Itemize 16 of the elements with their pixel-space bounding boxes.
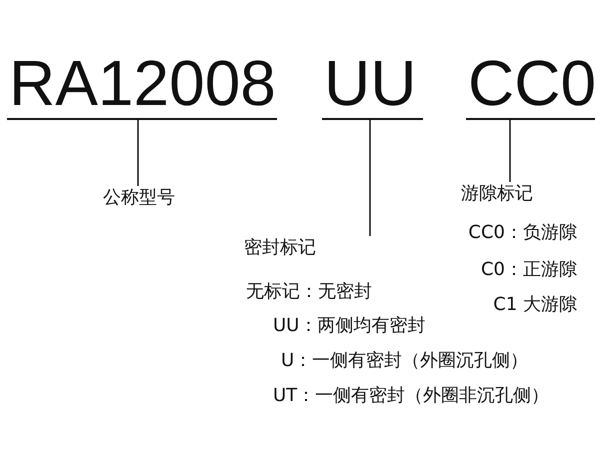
leader-line bbox=[369, 120, 371, 236]
field-caption: 游隙标记 bbox=[461, 182, 545, 206]
legend-entry: 无标记：无密封 bbox=[246, 281, 372, 303]
code-segment: UU bbox=[322, 48, 423, 120]
field-caption: 密封标记 bbox=[244, 236, 328, 260]
legend-entry: UU：两侧均有密封 bbox=[273, 315, 426, 337]
field-caption: 公称型号 bbox=[103, 186, 187, 210]
legend-entry: CC0：负游隙 bbox=[468, 222, 577, 244]
legend-entry: UT：一侧有密封（外圈非沉孔侧） bbox=[273, 385, 550, 407]
legend-entry: C0：正游隙 bbox=[480, 259, 577, 281]
code-segment: CC0 bbox=[466, 48, 595, 120]
leader-line bbox=[509, 120, 511, 182]
code-segment: RA12008 bbox=[7, 48, 277, 120]
leader-line bbox=[137, 120, 139, 186]
legend-entry: U：一侧有密封（外圈沉孔侧） bbox=[281, 350, 528, 372]
legend-entry: C1 大游隙 bbox=[493, 294, 577, 316]
